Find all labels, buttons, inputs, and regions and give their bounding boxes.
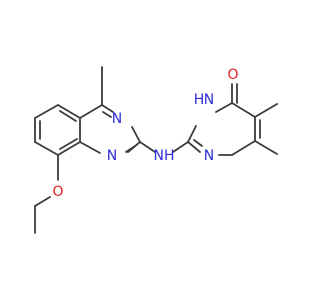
bond [139,141,156,153]
bond [231,102,256,118]
bond [59,138,78,150]
atom-label-n: N [204,92,214,108]
atom-label-o: O [52,184,63,200]
bond [131,126,141,143]
atom-label-nh: NH [154,148,175,164]
bond [215,102,233,113]
bond [59,110,77,122]
bond [34,196,51,207]
bond [187,141,201,153]
atom-label-h: H [194,92,205,108]
bond [34,141,59,156]
bond [254,103,278,118]
bond [34,104,59,119]
bond [187,125,197,143]
bond [57,141,81,156]
bond [254,140,278,155]
bond [125,145,136,153]
molecule-diagram: N N NH N H N O O [34,66,278,234]
atom-label-n: N [204,148,214,164]
bond [79,104,103,119]
bond [101,104,114,113]
atom-label-n: N [107,148,117,164]
bond [79,141,101,154]
bond [193,139,203,147]
bond [57,104,81,119]
structure-drawing: N N NH N H N O O [34,66,278,234]
bond [172,141,189,153]
bond [102,111,112,118]
atom-label-n: N [112,111,122,127]
atom-label-o: O [227,67,238,83]
bond [231,140,256,156]
